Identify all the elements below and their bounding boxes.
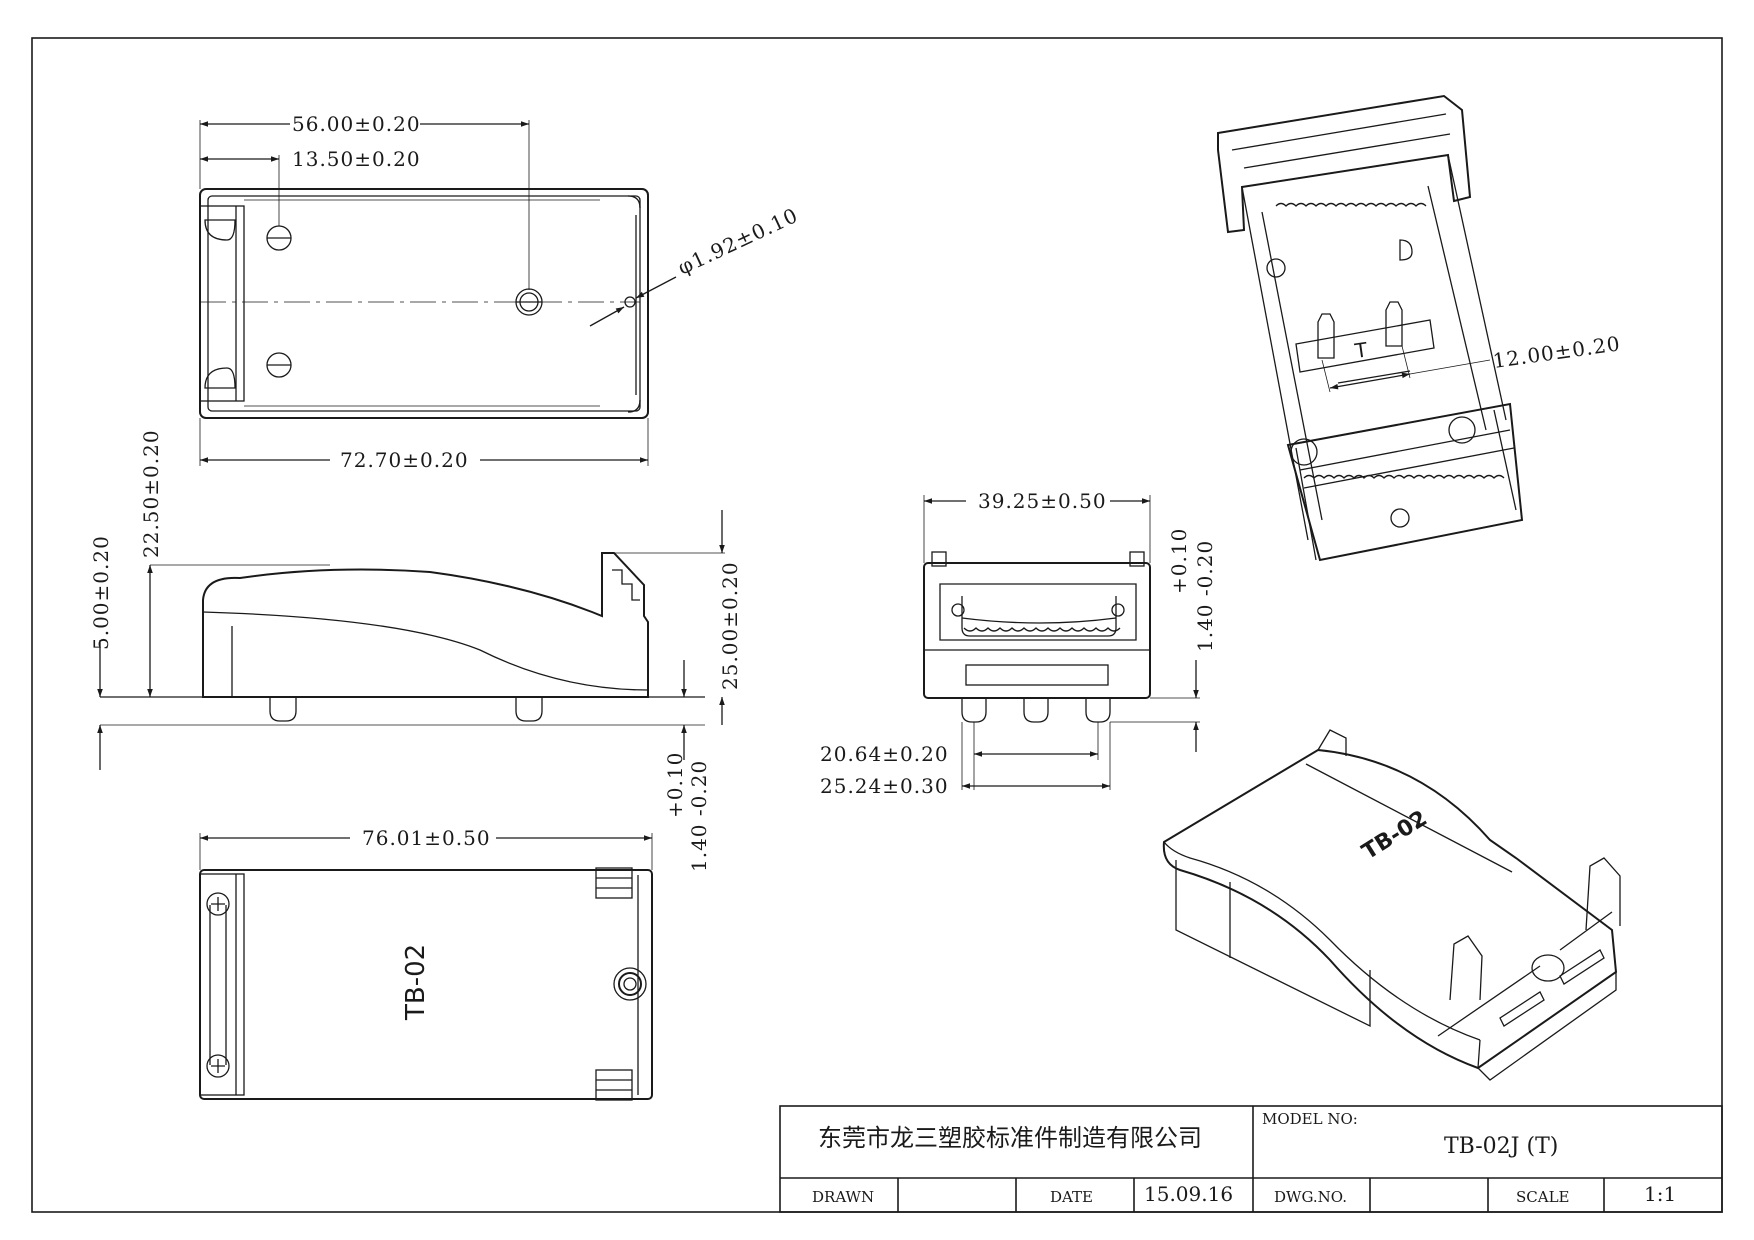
dim-end-width: 39.25±0.50 — [978, 489, 1107, 513]
dim-bottom-length: 76.01±0.50 — [362, 826, 491, 850]
scale-label: SCALE — [1516, 1188, 1570, 1206]
isometric-view-inside — [1217, 94, 1524, 562]
clip-letter: T — [1352, 337, 1369, 363]
company-name: 东莞市龙三塑胶标准件制造有限公司 — [818, 1124, 1202, 1152]
dim-side-height-total: 25.00±0.20 — [718, 561, 742, 690]
dwg-label: DWG.NO. — [1274, 1188, 1347, 1206]
scale-value: 1:1 — [1644, 1182, 1676, 1206]
isometric-pin-dimension — [1321, 345, 1491, 393]
dim-top-hole-offset: 13.50±0.20 — [292, 147, 421, 171]
model-value: TB-02J (T) — [1444, 1134, 1558, 1159]
dim-end-tol-plus: +0.10 — [1167, 528, 1191, 594]
dim-top-length: 72.70±0.20 — [340, 448, 469, 472]
date-value: 15.09.16 — [1144, 1182, 1233, 1206]
dim-end-tol-minus: 1.40 -0.20 — [1193, 540, 1217, 652]
bottom-view-dimensions — [199, 833, 653, 870]
dim-side-tol-minus: 1.40 -0.20 — [687, 760, 711, 872]
drawn-label: DRAWN — [812, 1188, 874, 1206]
end-view — [923, 551, 1151, 723]
isometric-view-outside — [1162, 729, 1621, 1081]
side-view — [100, 552, 705, 722]
end-view-dimensions — [923, 495, 1200, 790]
dim-end-pin-outer: 25.24±0.30 — [820, 774, 949, 798]
dim-side-height-small: 5.00±0.20 — [89, 535, 113, 650]
top-view-dimensions — [199, 120, 677, 466]
dim-iso-pin-spacing: 12.00±0.20 — [1491, 331, 1622, 373]
dim-side-height-main: 22.50±0.20 — [139, 429, 163, 558]
date-label: DATE — [1050, 1188, 1093, 1206]
top-view — [199, 188, 649, 419]
dim-top-hole-dia: φ1.92±0.10 — [674, 203, 802, 280]
model-label: MODEL NO: — [1262, 1110, 1358, 1128]
title-block — [779, 1105, 1723, 1213]
dim-side-tol-plus: +0.10 — [663, 752, 687, 818]
side-view-dimensions — [97, 510, 725, 770]
bottom-view — [199, 867, 653, 1101]
part-mark-iso: TB-02 — [1358, 806, 1432, 865]
part-mark-bottom: TB-02 — [401, 944, 431, 1021]
dim-top-width: 56.00±0.20 — [292, 112, 421, 136]
dim-end-pin-inner: 20.64±0.20 — [820, 742, 949, 766]
